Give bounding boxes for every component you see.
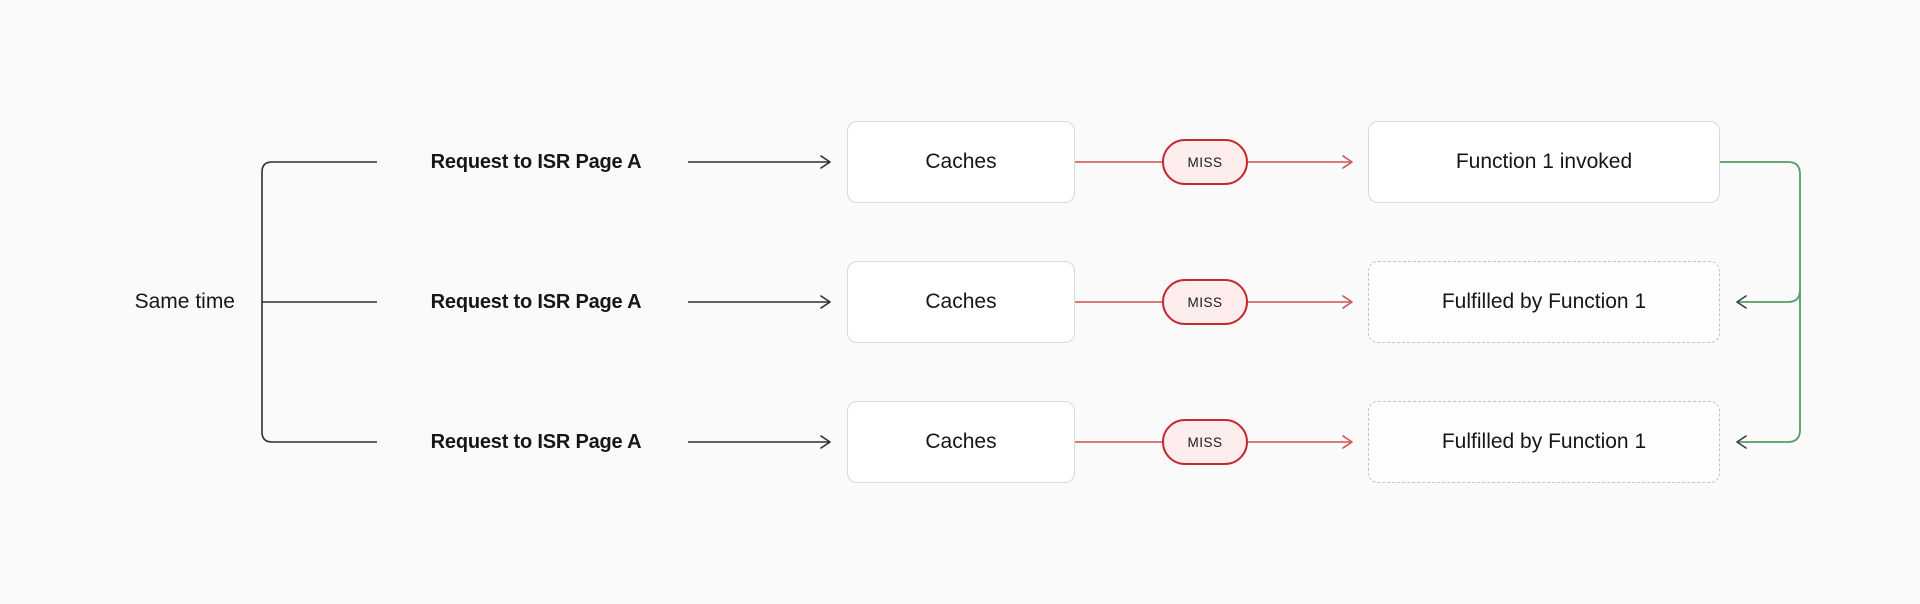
miss-badge: MISS (1162, 139, 1248, 185)
function-return-branch (1738, 289, 1801, 303)
caches-box: Caches (847, 261, 1075, 343)
arrowhead-left-icon (1736, 295, 1747, 449)
request-label: Request to ISR Page A (430, 430, 642, 453)
request-label: Request to ISR Page A (430, 290, 642, 313)
fulfilled-by-function-box: Fulfilled by Function 1 (1368, 261, 1720, 343)
miss-badge-label: MISS (1187, 294, 1223, 310)
caches-box-label: Caches (925, 150, 997, 173)
same-time-label: Same time (134, 290, 235, 313)
miss-badge: MISS (1162, 279, 1248, 325)
caches-box: Caches (847, 401, 1075, 483)
arrowhead-right-red-icon (1342, 155, 1353, 449)
miss-badge-label: MISS (1187, 154, 1223, 170)
caches-box: Caches (847, 121, 1075, 203)
request-label: Request to ISR Page A (430, 150, 642, 173)
request-to-cache-arrow (688, 161, 829, 443)
function-invoked-box: Function 1 invoked (1368, 121, 1720, 203)
fulfilled-by-function-box: Fulfilled by Function 1 (1368, 401, 1720, 483)
miss-badge: MISS (1162, 419, 1248, 465)
same-time-bracket (261, 161, 377, 443)
function-invoked-label: Function 1 invoked (1455, 150, 1633, 173)
function-return-connector (1720, 161, 1801, 443)
cache-miss-connector (1075, 161, 1351, 443)
caches-box-label: Caches (925, 290, 997, 313)
fulfilled-by-function-label: Fulfilled by Function 1 (1441, 290, 1647, 313)
fulfilled-by-function-label: Fulfilled by Function 1 (1441, 430, 1647, 453)
caches-box-label: Caches (925, 430, 997, 453)
arrowhead-right-icon (820, 155, 831, 449)
miss-badge-label: MISS (1187, 434, 1223, 450)
